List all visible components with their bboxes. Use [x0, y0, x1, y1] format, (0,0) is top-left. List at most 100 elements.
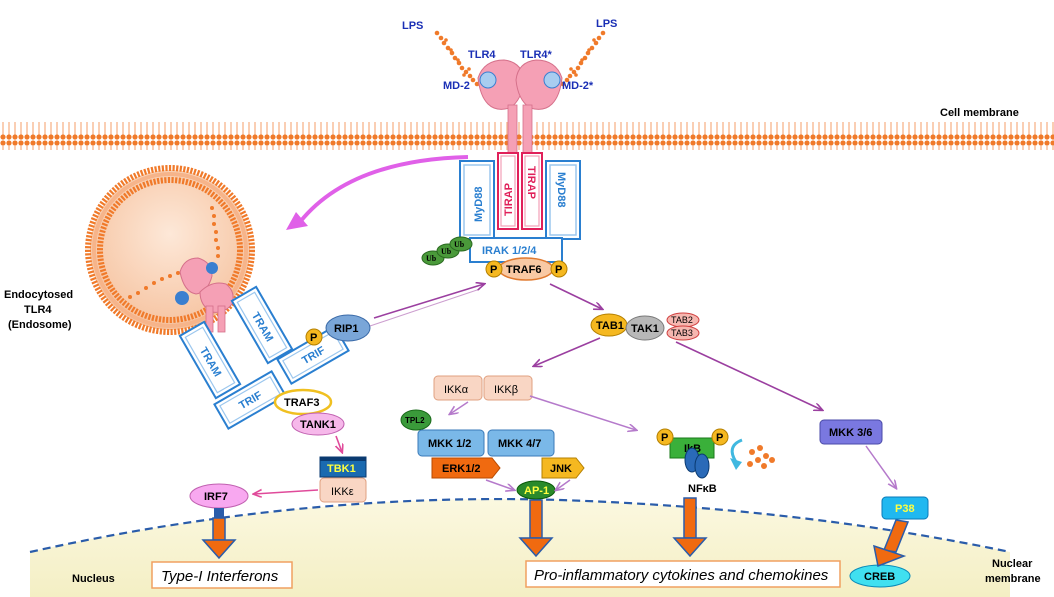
- arrow-ikk-to-tpl2: [450, 401, 469, 414]
- mkk36-label: MKK 3/6: [829, 427, 872, 439]
- erk12-label: ERK1/2: [442, 463, 481, 475]
- irf7-stem: [214, 508, 224, 518]
- arrow-tak1-to-mkk36: [675, 341, 822, 410]
- type1-ifn-box: [151, 561, 293, 589]
- arrow-ikk-to-ikb: [529, 395, 636, 430]
- tlr4-star-label: TLR4*: [520, 49, 553, 61]
- tbk1-label: TBK1: [327, 463, 356, 475]
- arrow-tab1-to-ikk: [534, 337, 601, 366]
- tram-right-box: TRAM: [230, 285, 294, 365]
- arrow-rip1-to-traf6-b: [369, 288, 481, 327]
- nuclear-arrow-p38: [873, 519, 910, 568]
- mkk36-box: [819, 419, 883, 445]
- type1-ifn-label: Type-I Interferons: [161, 568, 279, 585]
- tbk1-shade: [320, 457, 366, 461]
- md2-star-label: MD-2*: [562, 80, 594, 92]
- ub-label-2: Ub: [441, 247, 452, 256]
- lps-left-label: LPS: [402, 20, 423, 32]
- ikke-label: IKKε: [331, 486, 354, 498]
- arrow-jnk-to-ap1: [556, 479, 571, 490]
- nuclear-arrow-ap1: [518, 499, 554, 558]
- mkk12-label: MKK 1/2: [428, 438, 471, 450]
- ikb-phospho-right: [711, 428, 729, 446]
- myd88-left-box: [459, 160, 495, 240]
- tank1-node: [291, 412, 345, 436]
- p-label: P: [716, 432, 723, 444]
- ikke-box: [319, 477, 367, 503]
- ikkb-box: [483, 375, 533, 401]
- traf3-node: [273, 388, 333, 416]
- nfkb-subunits: [684, 447, 710, 479]
- endocytosed-label-line1: Endocytosed: [4, 289, 73, 301]
- mkk12-box: [417, 429, 485, 457]
- myd88-left-label: MyD88: [473, 187, 485, 222]
- nucleus-label: Nucleus: [72, 573, 115, 585]
- nuclear-membrane-line: [29, 497, 1011, 554]
- myd88-right-box: [545, 160, 581, 240]
- tpl2-label: TPL2: [405, 416, 425, 425]
- lps-right-label: LPS: [596, 18, 617, 30]
- rip1-label: RIP1: [334, 323, 358, 335]
- myd88-right-label: MyD88: [555, 172, 567, 207]
- md2-right-shape: [543, 71, 561, 89]
- ub-chain: [421, 236, 473, 266]
- p38-box: [881, 496, 929, 520]
- nuclear-arrow-nfkb: [672, 497, 708, 558]
- rip1-node: [325, 314, 371, 342]
- nuclear-membrane-label-line1: Nuclear: [992, 558, 1033, 570]
- tirap-right-box: [521, 152, 543, 230]
- ikkb-label: IKKβ: [494, 384, 518, 396]
- traf6-label: TRAF6: [506, 264, 541, 276]
- tram-left-box: TRAM: [178, 320, 242, 400]
- endosome-lps: [128, 206, 220, 299]
- ikka-label: IKKα: [444, 384, 469, 396]
- ikb-degradation-fragments: [747, 445, 775, 469]
- ap1-label: AP-1: [524, 485, 549, 497]
- cytokines-label: Pro-inflammatory cytokines and chemokine…: [534, 567, 829, 584]
- cell-membrane-label: Cell membrane: [940, 107, 1019, 119]
- erk12-box: [431, 457, 501, 479]
- jnk-box: [541, 457, 585, 479]
- traf6-phospho-right: [550, 260, 568, 278]
- irak-label: IRAK 1/2/4: [482, 245, 537, 257]
- endocytosed-label-line2: TLR4: [24, 304, 52, 316]
- arrow-mkk36-to-p38: [865, 445, 896, 488]
- p-label: P: [661, 432, 668, 444]
- mkk47-box: [487, 429, 555, 457]
- traf3-label: TRAF3: [284, 397, 319, 409]
- arrow-rip1-to-traf6: [373, 284, 484, 319]
- jnk-label: JNK: [550, 463, 572, 475]
- arrow-traf6-to-tab1: [549, 283, 602, 309]
- md2-label: MD-2: [443, 80, 470, 92]
- tak1-label: TAK1: [631, 323, 659, 335]
- lps-left-chain: [434, 30, 480, 87]
- nfkb-label: NFκB: [688, 483, 717, 495]
- arrow-ikke-to-irf7: [254, 490, 319, 494]
- creb-label: CREB: [864, 571, 895, 583]
- ikka-box: [433, 375, 483, 401]
- endocytosed-label-line3: (Endosome): [8, 319, 72, 331]
- mkk47-label: MKK 4/7: [498, 438, 541, 450]
- tlr4-receptor-dimer: [477, 59, 563, 156]
- ikb-phospho-left: [656, 428, 674, 446]
- p-label: P: [490, 264, 497, 276]
- tpl2-node: [400, 409, 432, 431]
- degradation-arrow-icon: [730, 438, 743, 463]
- tank1-label: TANK1: [300, 419, 336, 431]
- lps-right-chain: [560, 30, 606, 87]
- tirap-right-label: TIRAP: [525, 166, 537, 199]
- traf6-phospho-left: [485, 260, 503, 278]
- tak1-node: [625, 315, 665, 341]
- trif-phospho: [305, 328, 323, 346]
- ub-label-1: Ub: [426, 254, 437, 263]
- trif-left-box: TRIF: [213, 370, 287, 430]
- tirap-left-label: TIRAP: [503, 183, 515, 216]
- tab3-label: TAB3: [671, 328, 693, 338]
- nuclear-arrow-irf7: [201, 517, 237, 560]
- trif-right-box: TRIF: [276, 325, 350, 385]
- tirap-left-box: [497, 152, 519, 230]
- tlr4-label: TLR4: [468, 49, 496, 61]
- p-label: P: [310, 332, 317, 344]
- endosome-tlr4-dimer: [175, 257, 234, 333]
- p-label: P: [555, 264, 562, 276]
